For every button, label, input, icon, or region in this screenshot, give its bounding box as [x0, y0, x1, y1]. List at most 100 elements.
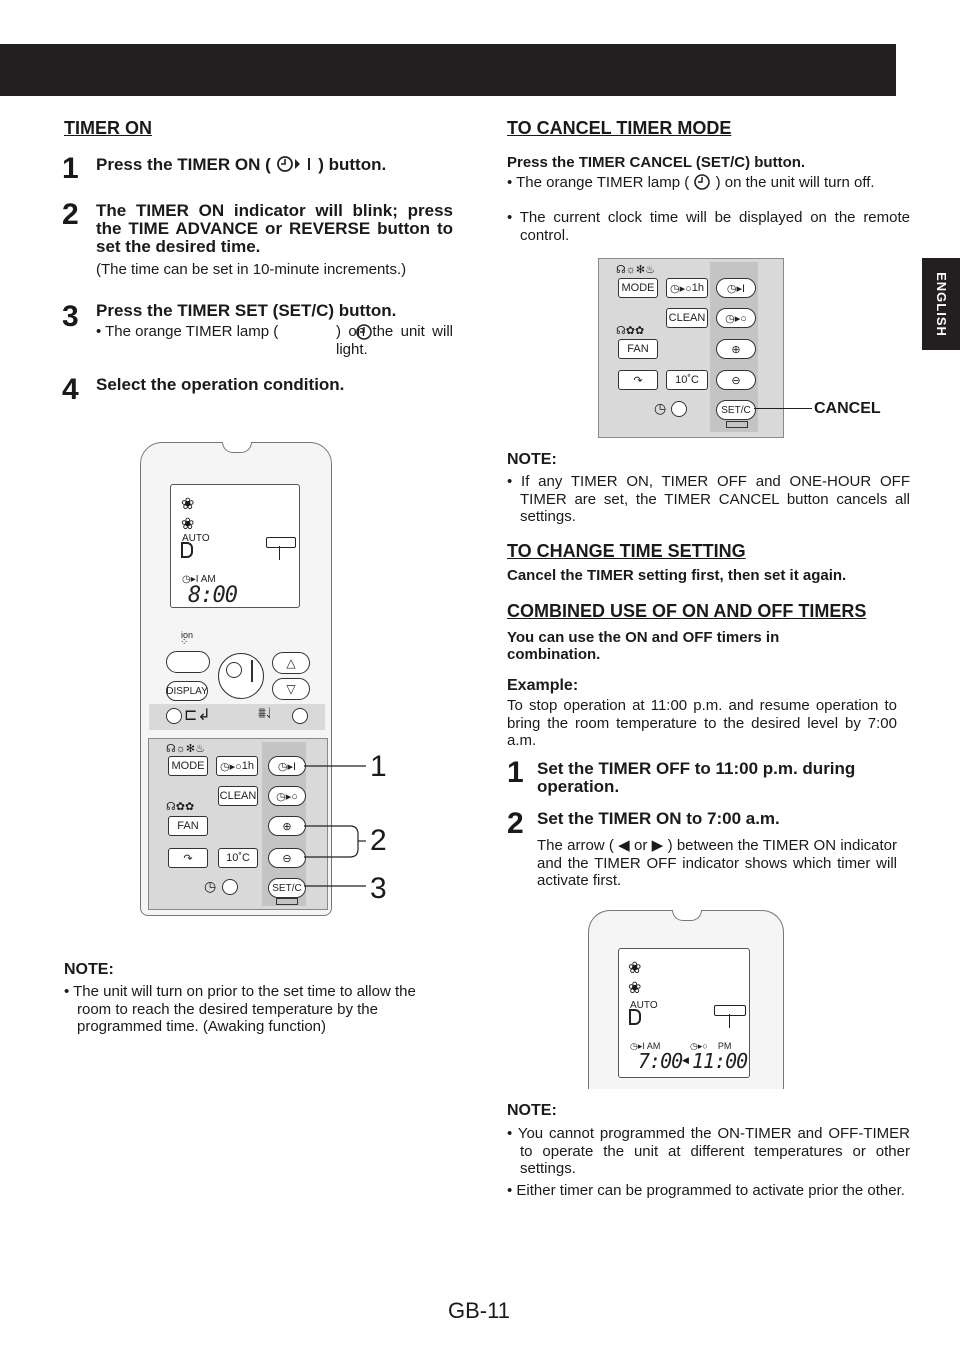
clock-icon: ◷	[204, 878, 217, 894]
page-number: GB-11	[448, 1298, 510, 1323]
arrow-text: or	[634, 837, 648, 854]
timer-on-button[interactable]: ◷▸I	[716, 278, 756, 298]
display-button[interactable]: DISPLAY	[166, 681, 208, 701]
timer-off-button[interactable]: ◷▸○	[716, 308, 756, 328]
lcd-fan-arrow	[729, 1014, 730, 1028]
step-text: Press the TIMER ON ( ) button.	[96, 155, 386, 174]
power-button[interactable]	[218, 653, 264, 699]
lcd-auto: AUTO	[630, 1000, 658, 1011]
lcd-am: AM	[646, 1041, 661, 1051]
setc-button[interactable]: SET/C	[716, 400, 756, 420]
time-advance-button[interactable]: ⊕	[716, 339, 756, 359]
note-bullet: • You cannot programmed the ON-TIMER and…	[507, 1125, 910, 1177]
clock-button[interactable]	[222, 879, 238, 895]
right-arrow-icon: ▶	[651, 837, 664, 854]
language-tab: ENGLISH	[922, 258, 960, 350]
step-text: Set the TIMER OFF to 11:00 p.m. during o…	[537, 759, 856, 796]
timer-lamp-icon	[694, 174, 711, 190]
cancel-callout: CANCEL	[814, 400, 881, 417]
swing-button[interactable]	[166, 708, 182, 724]
mode-button[interactable]: MODE	[168, 756, 208, 776]
mode-button[interactable]: MODE	[618, 278, 658, 298]
lcd-timer-indicator: ◷▸I AM	[182, 574, 216, 585]
fan-button[interactable]: FAN	[168, 816, 208, 836]
clean-button[interactable]: CLEAN	[218, 786, 258, 806]
step-number: 2	[507, 807, 524, 840]
step-bullet: • The orange TIMER lamp (	[96, 323, 453, 341]
lcd-mode-icon	[181, 542, 193, 558]
time-reverse-button[interactable]: ⊖	[716, 370, 756, 390]
timer-on-button[interactable]: ◷▸I	[268, 756, 306, 776]
step-number: 3	[62, 300, 79, 333]
temp-up-button[interactable]: △	[272, 652, 310, 674]
step-number: 1	[62, 152, 79, 185]
lcd-time-on: 7:00	[638, 1049, 683, 1073]
ion-button[interactable]	[166, 651, 210, 673]
mode-icons: ☊☼✻♨	[616, 264, 655, 276]
note-label: NOTE:	[507, 451, 557, 468]
timer-on-heading: TIMER ON	[64, 118, 152, 138]
ion-icon: ⁘	[180, 637, 189, 648]
ten-degree-button[interactable]: 10˚C	[666, 370, 708, 390]
timer-off-button[interactable]: ◷▸○	[268, 786, 306, 806]
step-text-part: Press the TIMER ON (	[96, 155, 271, 174]
lcd-time-off: 11:00	[692, 1049, 748, 1073]
step-number: 4	[62, 373, 79, 406]
clean-button[interactable]: CLEAN	[666, 308, 708, 328]
note-label: NOTE:	[64, 961, 114, 978]
power-icon-bar	[251, 660, 253, 682]
lcd-auto: AUTO	[182, 533, 210, 544]
note-bullet: • The unit will turn on prior to the set…	[64, 983, 416, 1035]
ten-degree-button[interactable]: 10˚C	[218, 848, 258, 868]
hi-power-button[interactable]: ↷	[168, 848, 208, 868]
timer-lamp-icon	[355, 324, 372, 340]
one-hour-label: 1h	[691, 282, 704, 294]
swing-icon: ⊏↲	[184, 707, 211, 724]
example-text: To stop operation at 11:00 p.m. and resu…	[507, 697, 897, 749]
fan-button[interactable]: FAN	[618, 339, 658, 359]
one-hour-timer-button[interactable]: ◷▸○1h	[666, 278, 708, 298]
step-subtext: (The time can be set in 10-minute increm…	[96, 261, 407, 278]
lcd-am: AM	[200, 574, 216, 585]
arrow-text: ) between the TIMER ON indicator and the…	[537, 837, 898, 889]
note-label: NOTE:	[507, 1102, 557, 1119]
airflow-button[interactable]	[292, 708, 308, 724]
step-text: Select the operation condition.	[96, 375, 345, 394]
step-number: 1	[507, 756, 524, 789]
one-hour-label: 1h	[241, 760, 254, 772]
battery-icon	[726, 421, 748, 428]
callout-number: 1	[370, 750, 387, 783]
swing-icon: ❀	[181, 516, 195, 533]
step-text: The TIMER ON indicator will blink; press…	[96, 201, 453, 256]
example-label: Example:	[507, 677, 579, 694]
callout-number: 3	[370, 872, 387, 905]
cancel-callout-line	[754, 408, 812, 410]
fan-icons: ☊✿✿	[166, 801, 195, 813]
note-bullet: • Either timer can be programmed to acti…	[507, 1182, 905, 1199]
time-advance-button[interactable]: ⊕	[268, 816, 306, 836]
hi-power-button[interactable]: ↷	[618, 370, 658, 390]
step-number: 2	[62, 198, 79, 231]
power-icon	[226, 662, 242, 678]
cancel-bullet1: • The orange TIMER lamp ( ) on the unit …	[507, 174, 897, 192]
setc-button[interactable]: SET/C	[268, 878, 306, 898]
fan-icons: ☊✿✿	[616, 325, 645, 337]
lcd-fan-bar	[266, 537, 296, 548]
change-heading: TO CHANGE TIME SETTING	[507, 541, 746, 561]
clock-button[interactable]	[671, 401, 687, 417]
time-reverse-button[interactable]: ⊖	[268, 848, 306, 868]
lcd-fan-arrow	[279, 546, 280, 560]
one-hour-timer-button[interactable]: ◷▸○1h	[216, 756, 258, 776]
arrow-explanation: The arrow ( ◀ or ▶ ) between the TIMER O…	[537, 837, 897, 890]
change-text: Cancel the TIMER setting first, then set…	[507, 567, 847, 584]
timer-on-icon	[276, 156, 310, 172]
lcd-timer-off-indicator: ◷▸○ PM	[690, 1041, 732, 1051]
step-text-part: ) button.	[318, 155, 387, 174]
note-bullet: • If any TIMER ON, TIMER OFF and ONE-HOU…	[507, 473, 910, 525]
lcd-pm: PM	[717, 1041, 732, 1051]
battery-icon	[276, 898, 298, 905]
left-arrow-icon: ◀	[618, 837, 630, 854]
temp-down-button[interactable]: ▽	[272, 678, 310, 700]
step-text: Press the TIMER SET (SET/C) button.	[96, 301, 397, 320]
combined-lead: You can use the ON and OFF timers in com…	[507, 629, 780, 663]
